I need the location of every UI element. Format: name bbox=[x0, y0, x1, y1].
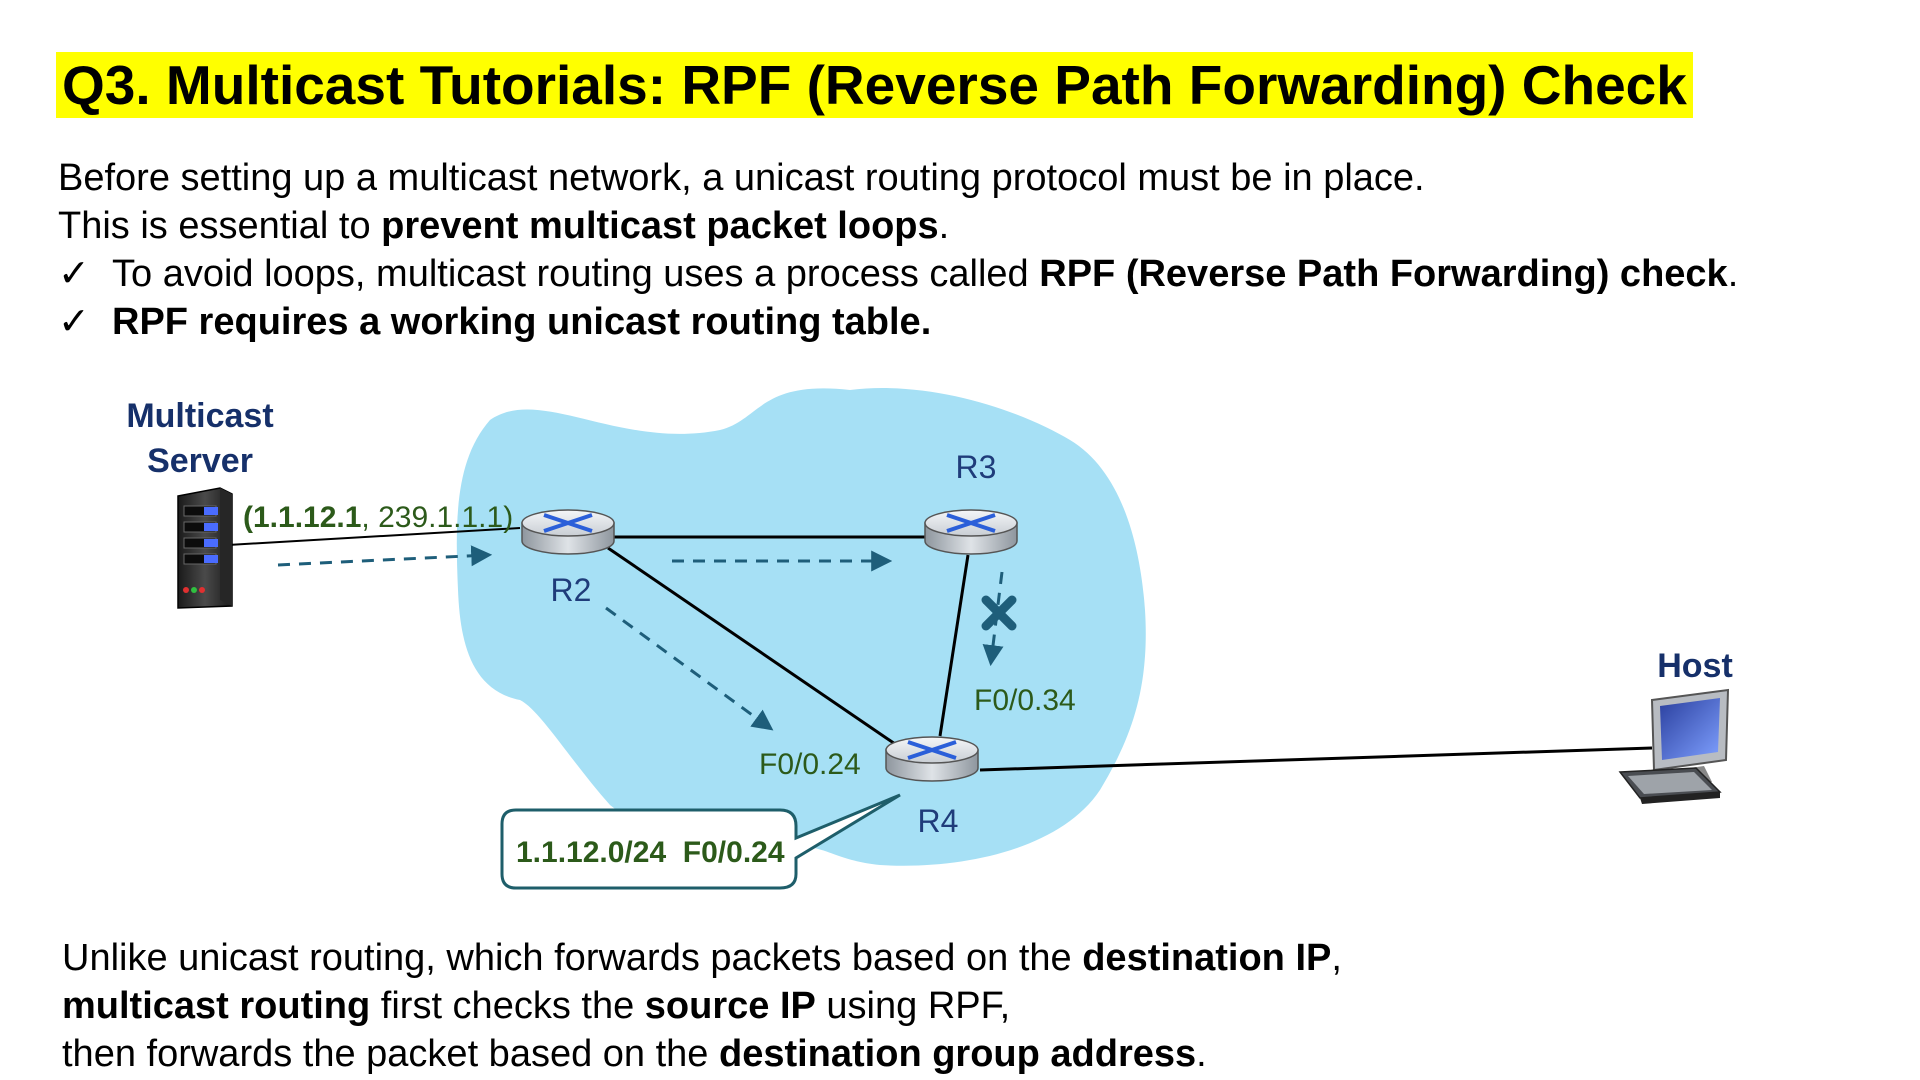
intro-line-1-text: Before setting up a multicast network, a… bbox=[58, 157, 1425, 199]
rpf-table-entry: 1.1.12.0/24 F0/0.24 bbox=[516, 836, 785, 869]
router-r2-icon bbox=[521, 509, 615, 555]
link-server-r2 bbox=[227, 527, 521, 546]
bottom-line-1-bold: destination IP bbox=[1082, 937, 1332, 979]
network-cloud bbox=[456, 388, 1146, 866]
bullet-1-bold: RPF (Reverse Path Forwarding) check bbox=[1039, 253, 1728, 295]
link-r4-host bbox=[979, 746, 1653, 772]
bottom-line-3-pre: then forwards the packet based on the bbox=[62, 1033, 719, 1075]
flow-arrow-r2-r4 bbox=[605, 606, 774, 731]
server-label-line-1: Multicast bbox=[126, 397, 273, 435]
intro-line-2-post: . bbox=[938, 205, 950, 247]
bottom-line-3-bold: destination group address bbox=[718, 1033, 1197, 1075]
flow-arrow-server-r2 bbox=[277, 545, 493, 567]
bottom-line-3: then forwards the packet based on the de… bbox=[62, 1030, 1207, 1078]
bottom-line-2-bold-2: source IP bbox=[644, 985, 816, 1027]
bottom-line-1-pre: Unlike unicast routing, which forwards p… bbox=[62, 937, 1083, 979]
bottom-line-2-bold-1: multicast routing bbox=[62, 985, 371, 1027]
intro-line-2-bold: prevent multicast packet loops bbox=[381, 205, 939, 247]
rpf-table-callout bbox=[500, 793, 901, 890]
bullet-2: ✓ RPF requires a working unicast routing … bbox=[58, 298, 931, 346]
bottom-line-1-post: , bbox=[1331, 937, 1342, 979]
intro-line-2-pre: This is essential to bbox=[58, 205, 382, 247]
bullet-1: ✓ To avoid loops, multicast routing uses … bbox=[58, 250, 1738, 298]
check-icon: ✓ bbox=[58, 301, 90, 343]
packet-group: , 239.1.1.1) bbox=[361, 501, 513, 534]
bullet-1-pre: To avoid loops, multicast routing uses a… bbox=[112, 253, 1040, 295]
link-r3-r4 bbox=[938, 554, 970, 737]
link-r2-r4 bbox=[607, 546, 899, 748]
router-r4-label: R4 bbox=[918, 803, 959, 839]
packet-source: (1.1.12.1 bbox=[243, 501, 361, 534]
router-r3-icon bbox=[924, 509, 1018, 555]
server-icon bbox=[177, 487, 233, 609]
intro-line-1: Before setting up a multicast network, a… bbox=[58, 154, 1425, 202]
intro-line-2: This is essential to prevent multicast p… bbox=[58, 202, 949, 250]
bottom-line-3-post: . bbox=[1196, 1033, 1207, 1075]
bottom-line-2-mid: first checks the bbox=[370, 985, 645, 1027]
bullet-1-post: . bbox=[1727, 253, 1739, 295]
interface-r4-r2-label: F0/0.24 bbox=[759, 748, 861, 781]
router-r4-icon bbox=[885, 736, 979, 782]
check-icon: ✓ bbox=[58, 253, 90, 295]
host-computer-icon bbox=[1618, 688, 1730, 804]
interface-r4-r3-label: F0/0.34 bbox=[974, 684, 1076, 717]
host-label: Host bbox=[1657, 647, 1733, 685]
blocked-x-icon bbox=[981, 595, 1017, 631]
bullet-2-bold: RPF requires a working unicast routing t… bbox=[112, 301, 932, 343]
bottom-line-2: multicast routing first checks the sourc… bbox=[62, 982, 1010, 1030]
bottom-line-2-post: using RPF, bbox=[815, 985, 1011, 1027]
bottom-line-1: Unlike unicast routing, which forwards p… bbox=[62, 934, 1342, 982]
server-label-line-2: Server bbox=[147, 442, 253, 480]
slide-title: Q3. Multicast Tutorials: RPF (Reverse Pa… bbox=[56, 52, 1693, 118]
packet-label: (1.1.12.1, 239.1.1.1) bbox=[243, 501, 513, 534]
router-r2-label: R2 bbox=[551, 572, 592, 608]
router-r3-label: R3 bbox=[956, 449, 997, 485]
